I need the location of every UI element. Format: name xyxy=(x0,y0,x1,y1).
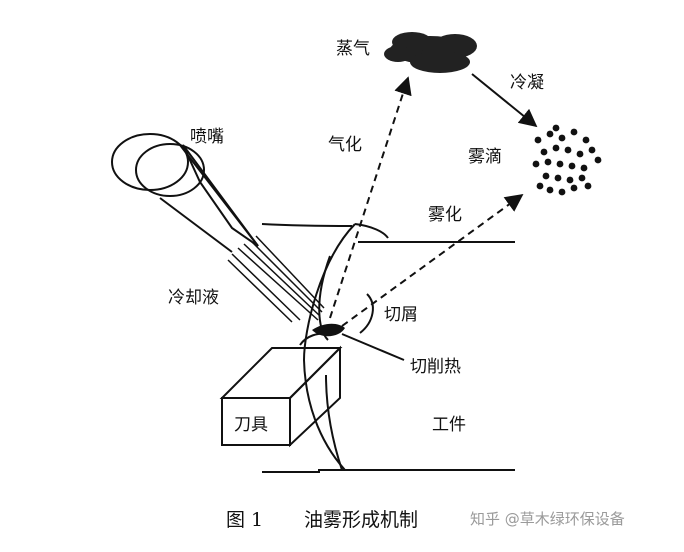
label-nozzle: 喷嘴 xyxy=(190,127,224,147)
droplet-dot xyxy=(564,146,572,154)
droplet-dot xyxy=(556,160,564,168)
droplet-dot xyxy=(540,148,548,156)
nozzle-shape xyxy=(111,133,259,253)
droplet-dot xyxy=(536,182,544,190)
cutting-heat-leader xyxy=(341,333,405,361)
droplet-dot xyxy=(580,164,588,172)
droplet-dot xyxy=(544,158,552,166)
label-coolant: 冷却液 xyxy=(168,288,219,308)
droplet-dot xyxy=(558,188,566,196)
droplet-dot xyxy=(578,174,586,182)
label-tool: 刀具 xyxy=(234,415,268,435)
droplet-dot xyxy=(532,160,540,168)
droplet-dot xyxy=(558,134,566,142)
label-steam: 蒸气 xyxy=(336,39,370,59)
workpiece-shape xyxy=(261,223,515,473)
label-chips: 切屑 xyxy=(384,305,418,325)
label-atomize: 雾化 xyxy=(428,205,462,225)
droplet-dot xyxy=(568,162,576,170)
droplet-dot xyxy=(552,144,560,152)
label-vaporize: 气化 xyxy=(328,135,362,155)
droplet-dot xyxy=(594,156,602,164)
condense-arrow xyxy=(471,73,538,128)
caption-number: 图 1 xyxy=(226,509,263,531)
vaporize-arrow xyxy=(329,76,412,319)
chip-arc xyxy=(359,293,374,334)
coolant-spray xyxy=(227,235,325,323)
cutting-tool xyxy=(219,332,343,448)
droplet-dot xyxy=(546,130,554,138)
droplet-dot xyxy=(570,128,578,136)
label-droplets: 雾滴 xyxy=(468,147,502,167)
watermark: 知乎 @草木绿环保设备 xyxy=(470,510,625,528)
label-condense: 冷凝 xyxy=(510,73,544,93)
droplet-dot xyxy=(576,150,584,158)
droplet-dot xyxy=(566,176,574,184)
droplet-dot xyxy=(554,174,562,182)
label-workpiece: 工件 xyxy=(432,415,466,435)
droplet-dot xyxy=(582,136,590,144)
caption-title: 油雾形成机制 xyxy=(304,509,418,531)
atomize-arrow xyxy=(341,193,524,327)
droplet-dot xyxy=(534,136,542,144)
droplet-dot xyxy=(584,182,592,190)
label-cutting-heat: 切削热 xyxy=(410,357,461,377)
droplet-dot xyxy=(542,172,550,180)
steam-cloud xyxy=(384,32,477,73)
droplet-cluster xyxy=(532,124,602,196)
droplet-dot xyxy=(570,184,578,192)
droplet-dot xyxy=(546,186,554,194)
droplet-dot xyxy=(588,146,596,154)
cutting-zone-mark xyxy=(312,323,345,337)
droplet-dot xyxy=(552,124,560,132)
